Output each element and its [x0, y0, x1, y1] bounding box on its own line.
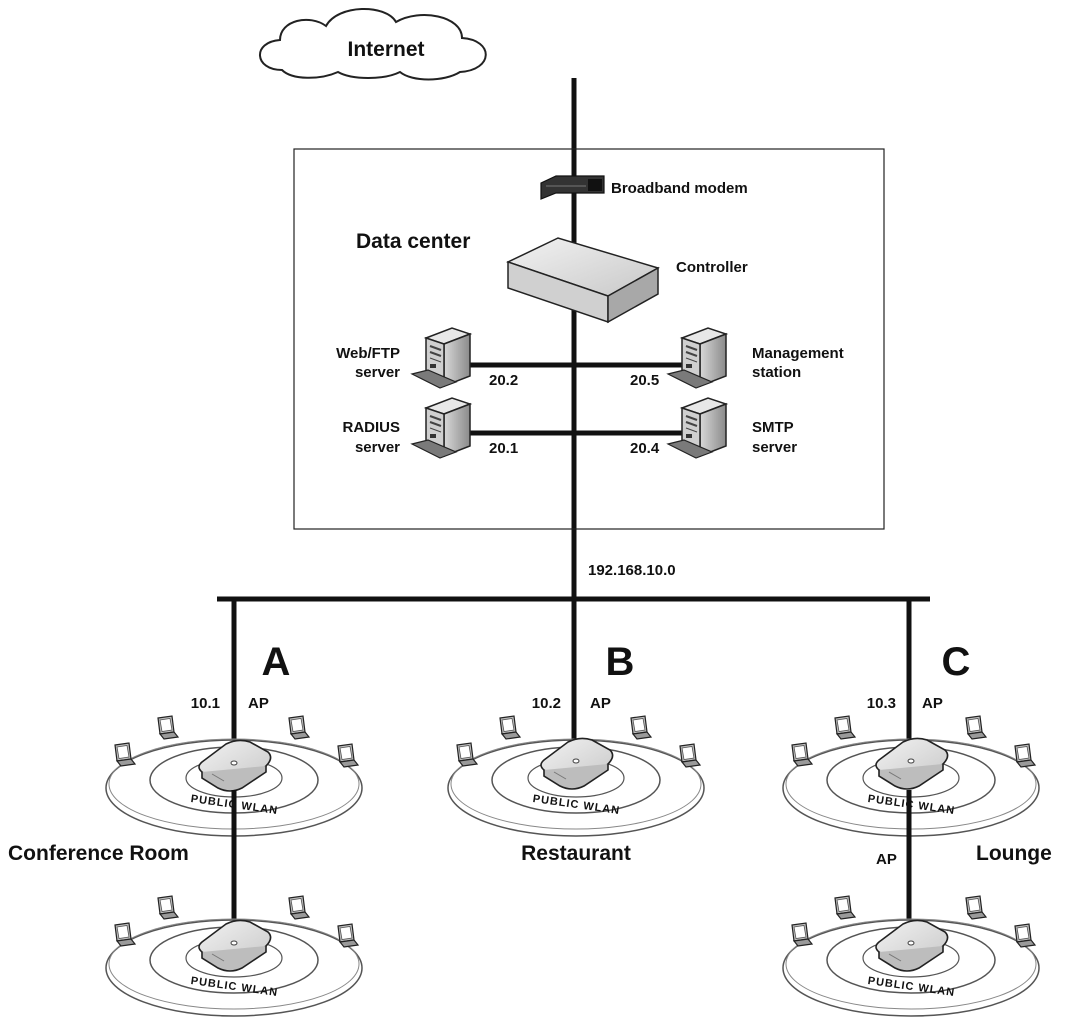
branch-c-letter: C	[942, 640, 971, 684]
wlan-cell-c-bottom: PUBLIC WLAN	[783, 896, 1039, 1016]
web-ftp-ip: 20.2	[489, 372, 518, 389]
branch-a-letter: A	[262, 640, 291, 684]
internet-cloud: Internet	[259, 8, 487, 81]
web-ftp-label-2: server	[355, 364, 400, 381]
branch-b-letter: B	[606, 640, 635, 684]
zone-restaurant: Restaurant	[521, 842, 631, 865]
smtp-server-icon	[667, 397, 727, 459]
management-station-icon	[667, 327, 727, 389]
wlan-cell-a-bottom: PUBLIC WLAN	[106, 896, 362, 1016]
zone-conference-room: Conference Room	[8, 842, 189, 865]
radius-server-icon	[411, 397, 471, 459]
controller-label: Controller	[676, 259, 748, 276]
smtp-label-2: server	[752, 439, 797, 456]
subnet-label: 192.168.10.0	[588, 562, 676, 579]
branch-b-ap: AP	[590, 695, 611, 712]
branch-a-ip: 10.1	[191, 695, 220, 712]
smtp-label-1: SMTP	[752, 419, 794, 436]
wlan-cell-b: PUBLIC WLAN	[448, 716, 704, 836]
management-label-2: station	[752, 364, 801, 381]
modem-icon	[540, 175, 605, 200]
zone-lounge: Lounge	[976, 842, 1052, 865]
branch-c-ap: AP	[922, 695, 943, 712]
smtp-ip: 20.4	[630, 440, 660, 457]
management-label-1: Management	[752, 345, 844, 362]
branch-b-ip: 10.2	[532, 695, 561, 712]
management-ip: 20.5	[630, 372, 659, 389]
radius-label-2: server	[355, 439, 400, 456]
branch-c-ip: 10.3	[867, 695, 896, 712]
branch-c-sub-ap: AP	[876, 851, 897, 868]
data-center-frame	[293, 148, 885, 530]
web-ftp-server-icon	[411, 327, 471, 389]
internet-label: Internet	[347, 38, 424, 61]
branch-a-ap: AP	[248, 695, 269, 712]
radius-label-1: RADIUS	[342, 419, 400, 436]
modem-label: Broadband modem	[611, 180, 748, 197]
data-center-title: Data center	[356, 230, 470, 253]
radius-ip: 20.1	[489, 440, 518, 457]
controller-icon	[506, 237, 660, 324]
web-ftp-label-1: Web/FTP	[336, 345, 400, 362]
